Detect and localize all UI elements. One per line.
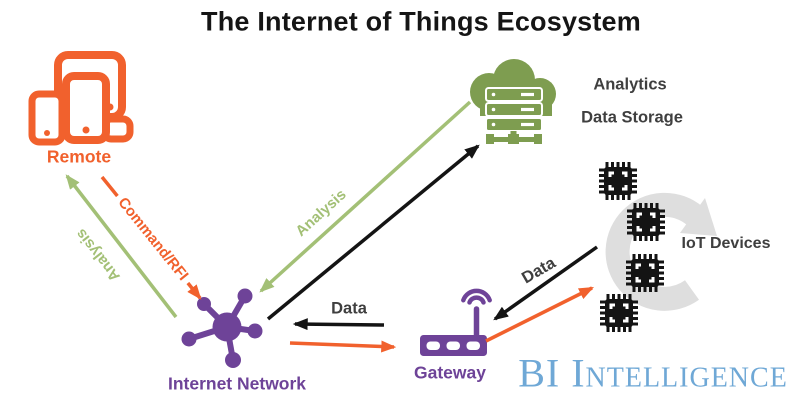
chip-icon	[597, 160, 639, 202]
arrow-analytics-to-network	[259, 100, 472, 293]
cloud-server-icon	[470, 59, 556, 144]
refresh-cycle-icon	[605, 192, 717, 311]
analytics-label: Analytics	[593, 75, 667, 94]
internet-network-label: Internet Network	[167, 373, 307, 394]
remote-devices-icon	[28, 51, 134, 146]
router-icon	[420, 288, 492, 356]
arrow-network-to-analytics	[266, 144, 480, 321]
data-storage-label: Data Storage	[581, 108, 683, 127]
bi-intelligence-logo: BI Intelligence	[518, 350, 788, 396]
remote-label: Remote	[46, 146, 112, 167]
arrow-iot-to-gateway	[493, 245, 599, 321]
iot-devices-label: IoT Devices	[681, 235, 771, 252]
arrow-gateway-to-iot	[485, 286, 595, 343]
gateway-label: Gateway	[414, 362, 486, 383]
arrow-network-to-gateway	[289, 340, 397, 353]
network-hub-icon	[181, 288, 263, 368]
edge-label-data-network: Data	[331, 299, 367, 318]
arrow-network-to-remote	[65, 174, 178, 319]
diagram-title: The Internet of Things Ecosystem	[201, 6, 641, 37]
arrow-gateway-to-network	[292, 318, 385, 331]
